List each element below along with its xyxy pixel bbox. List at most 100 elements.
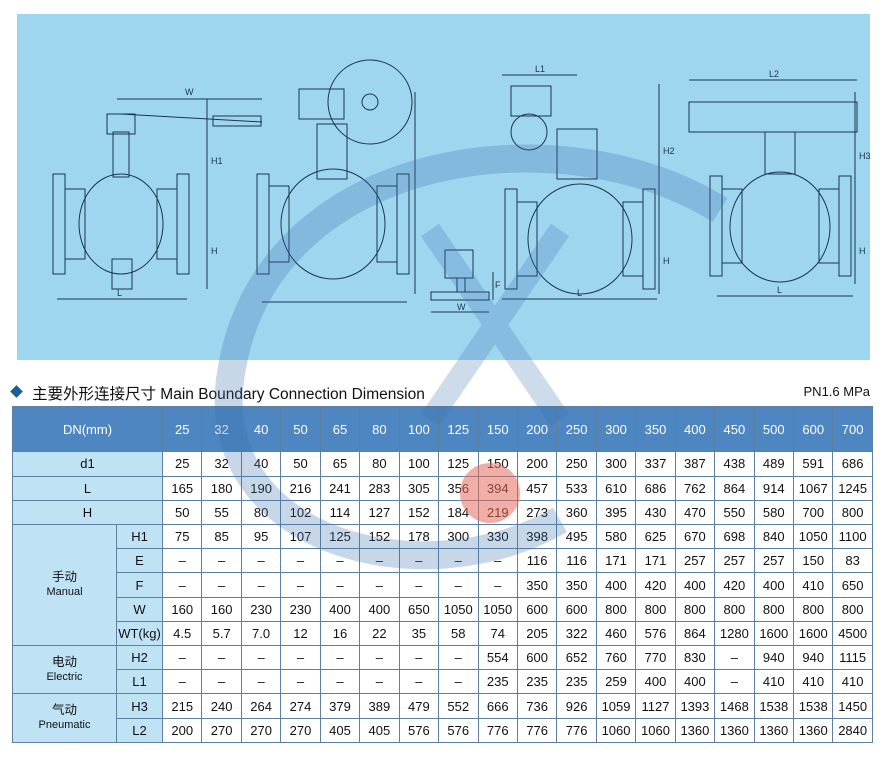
table-cell: 270	[240, 717, 282, 744]
table-cell: 830	[674, 645, 716, 671]
table-cell: –	[438, 669, 479, 695]
table-cell: –	[201, 548, 242, 574]
table-cell: 75	[161, 523, 203, 550]
table-cell: 127	[359, 499, 400, 526]
table-cell: 1360	[714, 717, 755, 744]
table-cell: 650	[832, 572, 873, 598]
header-size-cell: 150	[477, 405, 518, 453]
table-cell: 58	[438, 620, 479, 647]
table-cell: 686	[635, 475, 676, 501]
table-cell: 550	[714, 499, 755, 526]
table-cell: 305	[398, 475, 440, 501]
dim-label-h: H	[211, 246, 218, 256]
table-cell: 800	[792, 596, 834, 622]
header-size-cell: 200	[516, 405, 558, 453]
table-cell: 150	[792, 548, 834, 574]
table-cell: 698	[714, 523, 755, 550]
table-cell: 184	[438, 499, 479, 526]
group-label-en: Pneumatic	[38, 719, 91, 732]
table-cell: 800	[674, 596, 716, 622]
table-cell: 410	[792, 669, 834, 695]
table-cell: 495	[556, 523, 597, 550]
table-cell: 840	[753, 523, 795, 550]
row-label: H3	[116, 693, 163, 719]
table-cell: 40	[240, 451, 282, 477]
table-cell: 394	[477, 475, 518, 501]
table-cell: 736	[516, 693, 558, 719]
table-cell: 178	[398, 523, 440, 550]
section-title: 主要外形连接尺寸 Main Boundary Connection Dimens…	[32, 386, 425, 403]
table-cell: 85	[201, 523, 242, 550]
table-cell: –	[477, 548, 518, 574]
group-label-cn: 手动	[51, 570, 77, 584]
table-cell: 5.7	[201, 620, 242, 647]
table-cell: –	[201, 669, 242, 695]
header-size-cell: 600	[792, 405, 834, 453]
table-cell: –	[319, 572, 361, 598]
table-cell: 610	[595, 475, 637, 501]
table-cell: 489	[753, 451, 795, 477]
table-cell: 1100	[832, 523, 873, 550]
table-cell: 400	[319, 596, 361, 622]
table-cell: 55	[201, 499, 242, 526]
table-cell: 230	[280, 596, 321, 622]
valve-drawings-panel: W H1 H L F W L1 H2 H L L2 H3 H L	[17, 14, 870, 360]
table-cell: –	[359, 645, 400, 671]
table-cell: 554	[477, 645, 518, 671]
table-cell: 65	[319, 451, 361, 477]
dim-label-h-pneumatic: H	[859, 246, 866, 256]
dim-label-h3: H3	[859, 151, 870, 161]
table-cell: 215	[161, 693, 203, 719]
header-size-cell: 500	[753, 405, 795, 453]
table-cell: 22	[359, 620, 400, 647]
table-cell: 152	[359, 523, 400, 550]
table-cell: 4.5	[161, 620, 203, 647]
table-cell: 12	[280, 620, 321, 647]
group-label-cn: 气动	[51, 703, 77, 718]
table-cell: 7.0	[240, 620, 282, 647]
table-cell: –	[438, 645, 479, 671]
table-cell: 16	[319, 620, 361, 647]
table-cell: –	[201, 572, 242, 598]
table-cell: 591	[792, 451, 834, 477]
header-size-cell: 80	[359, 405, 400, 453]
dim-label-w: W	[185, 87, 194, 97]
table-cell: –	[280, 548, 321, 574]
table-cell: –	[714, 669, 755, 695]
table-cell: 770	[635, 645, 676, 671]
table-cell: 400	[595, 572, 637, 598]
table-cell: 1468	[714, 693, 755, 719]
table-cell: 379	[319, 693, 361, 719]
drawing-manual-lever	[52, 98, 263, 300]
section-heading: 主要外形连接尺寸 Main Boundary Connection Dimens…	[10, 382, 872, 403]
table-cell: 864	[714, 475, 755, 501]
table-cell: 800	[714, 596, 755, 622]
table-cell: 107	[280, 523, 321, 550]
header-size-cell: 700	[832, 405, 873, 453]
row-label: L1	[116, 669, 163, 695]
table-cell: 940	[753, 645, 795, 671]
table-cell: 438	[714, 451, 755, 477]
header-size-cell: 100	[398, 405, 440, 453]
table-cell: 257	[753, 548, 795, 574]
table-cell: 776	[477, 717, 518, 744]
table-cell: 350	[556, 572, 597, 598]
table-cell: –	[161, 669, 203, 695]
table-cell: 1538	[792, 693, 834, 719]
table-cell: 125	[319, 523, 361, 550]
table-cell: 470	[674, 499, 716, 526]
dim-label-w-detail: W	[457, 302, 466, 312]
table-cell: 686	[832, 451, 873, 477]
table-cell: 50	[161, 499, 203, 526]
header-size-cell: 32	[201, 405, 242, 453]
table-cell: 552	[438, 693, 479, 719]
table-cell: 700	[792, 499, 834, 526]
